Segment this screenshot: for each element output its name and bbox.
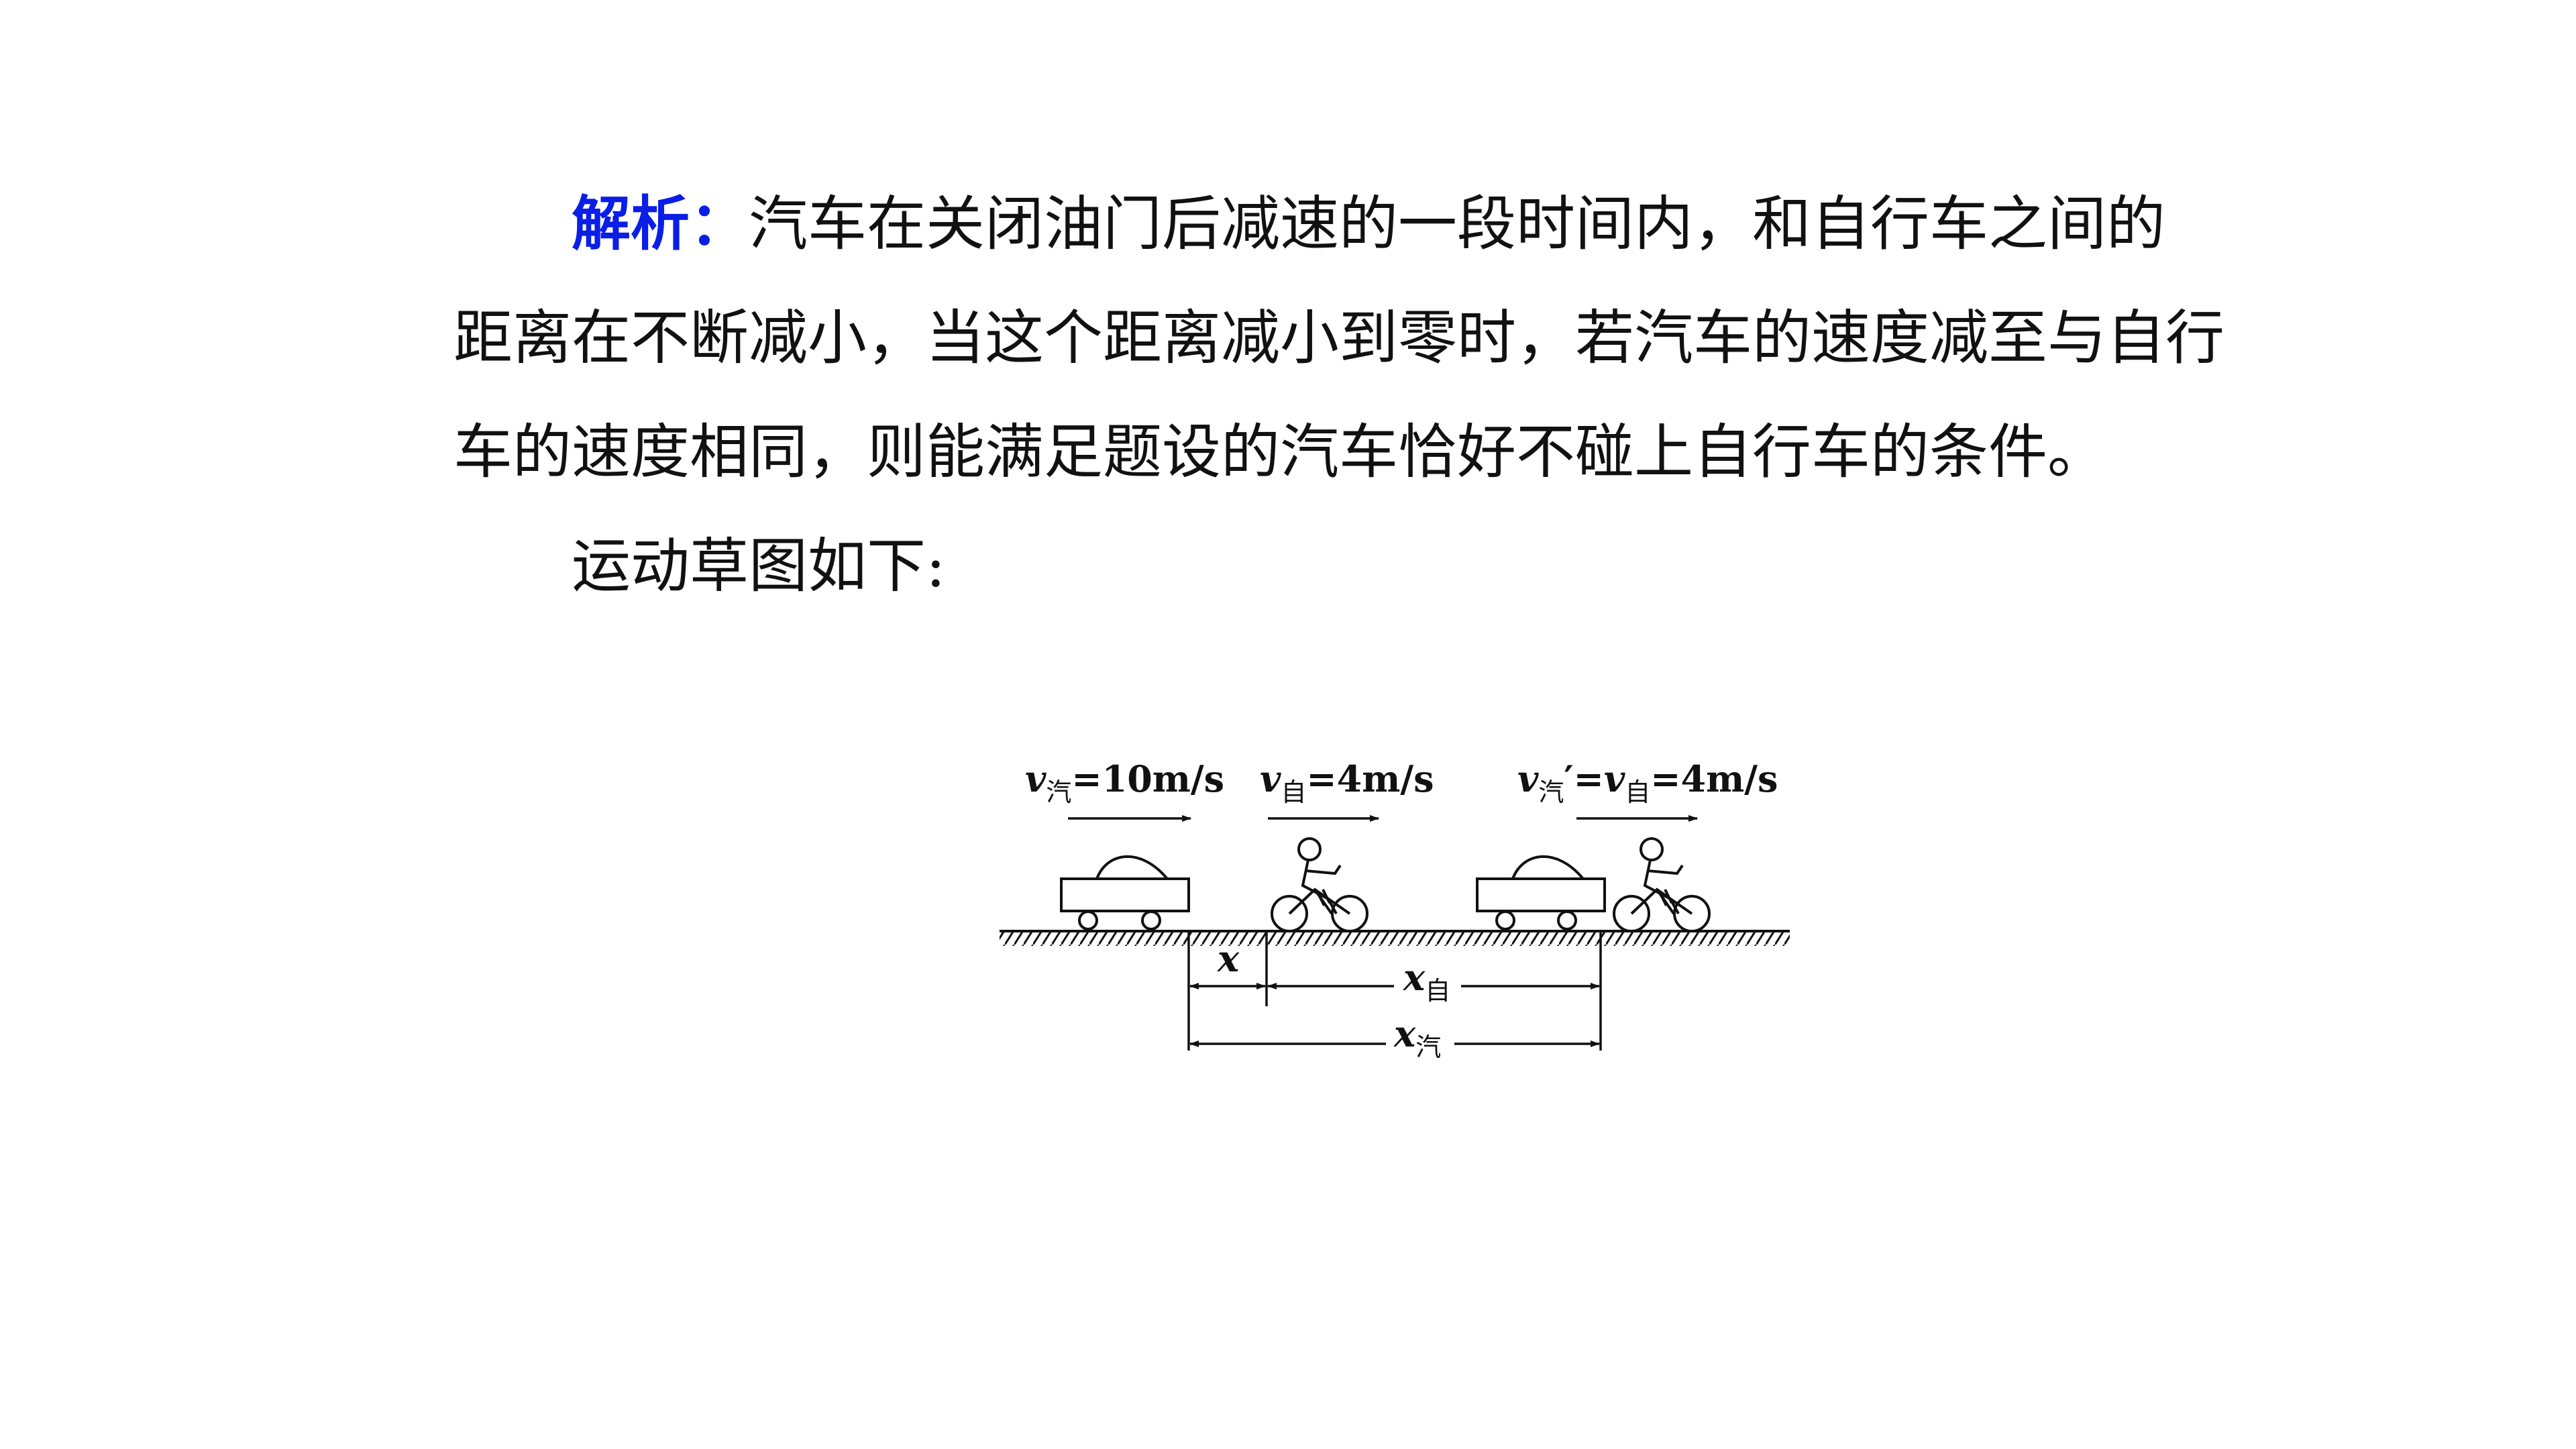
analysis-text-block: 解析：汽车在关闭油门后减速的一段时间内，和自行车之间的距离在不断减小，当这个距离… [453,166,2224,623]
analysis-paragraph: 解析：汽车在关闭油门后减速的一段时间内，和自行车之间的距离在不断减小，当这个距离… [453,166,2224,509]
v-car-initial-label: v汽=10m/s [1025,757,1224,807]
sketch-heading: 运动草图如下: [572,531,946,600]
ground-line [1000,930,1790,946]
bicycle-final-icon [1613,837,1711,932]
bike-displacement-label: x自 [1403,956,1450,1006]
gap-label: x [1217,937,1240,980]
car-displacement-label: x汽 [1393,1012,1441,1062]
v-final-label: v汽′=v自=4m/s [1517,757,1778,807]
car-final-icon [1476,855,1606,930]
car-initial-icon [1060,855,1190,930]
bicycle-initial-icon [1271,837,1368,932]
v-bike-initial-label: v自=4m/s [1260,757,1434,807]
analysis-label: 解析： [572,189,749,258]
analysis-body: 汽车在关闭油门后减速的一段时间内，和自行车之间的距离在不断减小，当这个距离减小到… [453,189,2225,486]
